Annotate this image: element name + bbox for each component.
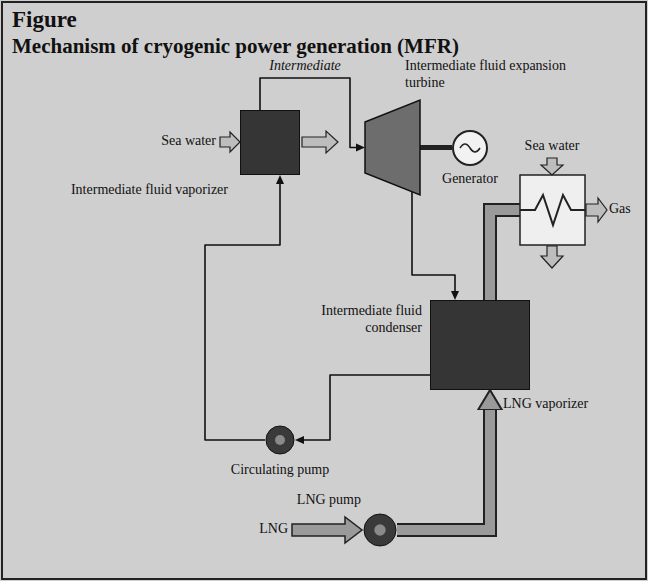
lng-in-arrow bbox=[292, 517, 362, 543]
generator-symbol: Generator bbox=[452, 130, 488, 166]
component-sublabel: LNG vaporizer bbox=[503, 396, 628, 413]
gas-pipe bbox=[490, 210, 520, 300]
fluid-line bbox=[412, 191, 455, 291]
pump-symbol: Circulating pump bbox=[265, 425, 295, 455]
component-label: Intermediate fluid expansion turbine bbox=[405, 58, 595, 92]
fluid-line bbox=[304, 375, 430, 440]
figure-heading: Figure bbox=[12, 6, 152, 34]
generator-symbol-outline bbox=[452, 130, 488, 166]
lng-pipe bbox=[397, 410, 490, 530]
seawater-label: Sea water bbox=[507, 138, 597, 155]
seawater-in-arrow bbox=[220, 132, 240, 152]
lng-label: LNG bbox=[236, 521, 288, 538]
component-label: Intermediate fluid vaporizer bbox=[50, 182, 228, 199]
component-label: Intermediate fluid condenser bbox=[298, 303, 422, 337]
component-label: Generator bbox=[425, 171, 515, 188]
seawater-heater bbox=[520, 175, 585, 245]
vaporizer-box: Intermediate fluid vaporizer bbox=[240, 110, 300, 175]
gas-pipe-fill bbox=[490, 210, 521, 300]
pump-symbol-outline bbox=[363, 513, 397, 547]
vaporizer-box-outline bbox=[240, 110, 300, 175]
fluid-line bbox=[205, 184, 280, 440]
component-label: Circulating pump bbox=[205, 462, 355, 479]
component-label: LNG pump bbox=[283, 492, 361, 509]
seawater-label: Sea water bbox=[120, 133, 216, 150]
figure-title: Mechanism of cryogenic power generation … bbox=[12, 34, 459, 59]
turbine-symbol: Intermediate fluid expansion turbine bbox=[365, 100, 420, 195]
turbine-symbol-outline bbox=[365, 100, 420, 195]
shaft-line bbox=[420, 147, 452, 148]
pump-symbol: LNG pump bbox=[363, 513, 397, 547]
gas-out-arrow bbox=[586, 198, 607, 222]
condenser-box-outline bbox=[430, 300, 530, 390]
heater-seawater-out bbox=[541, 246, 563, 268]
heater-seawater-in bbox=[541, 158, 563, 175]
seawater-out-arrow bbox=[302, 131, 338, 153]
heater-coil bbox=[520, 195, 585, 225]
gas-label: Gas bbox=[609, 201, 645, 218]
condenser-box: Intermediate fluid condenserLNG vaporize… bbox=[430, 300, 530, 390]
pump-symbol-outline bbox=[265, 425, 295, 455]
line-label: Intermediate bbox=[266, 58, 344, 75]
